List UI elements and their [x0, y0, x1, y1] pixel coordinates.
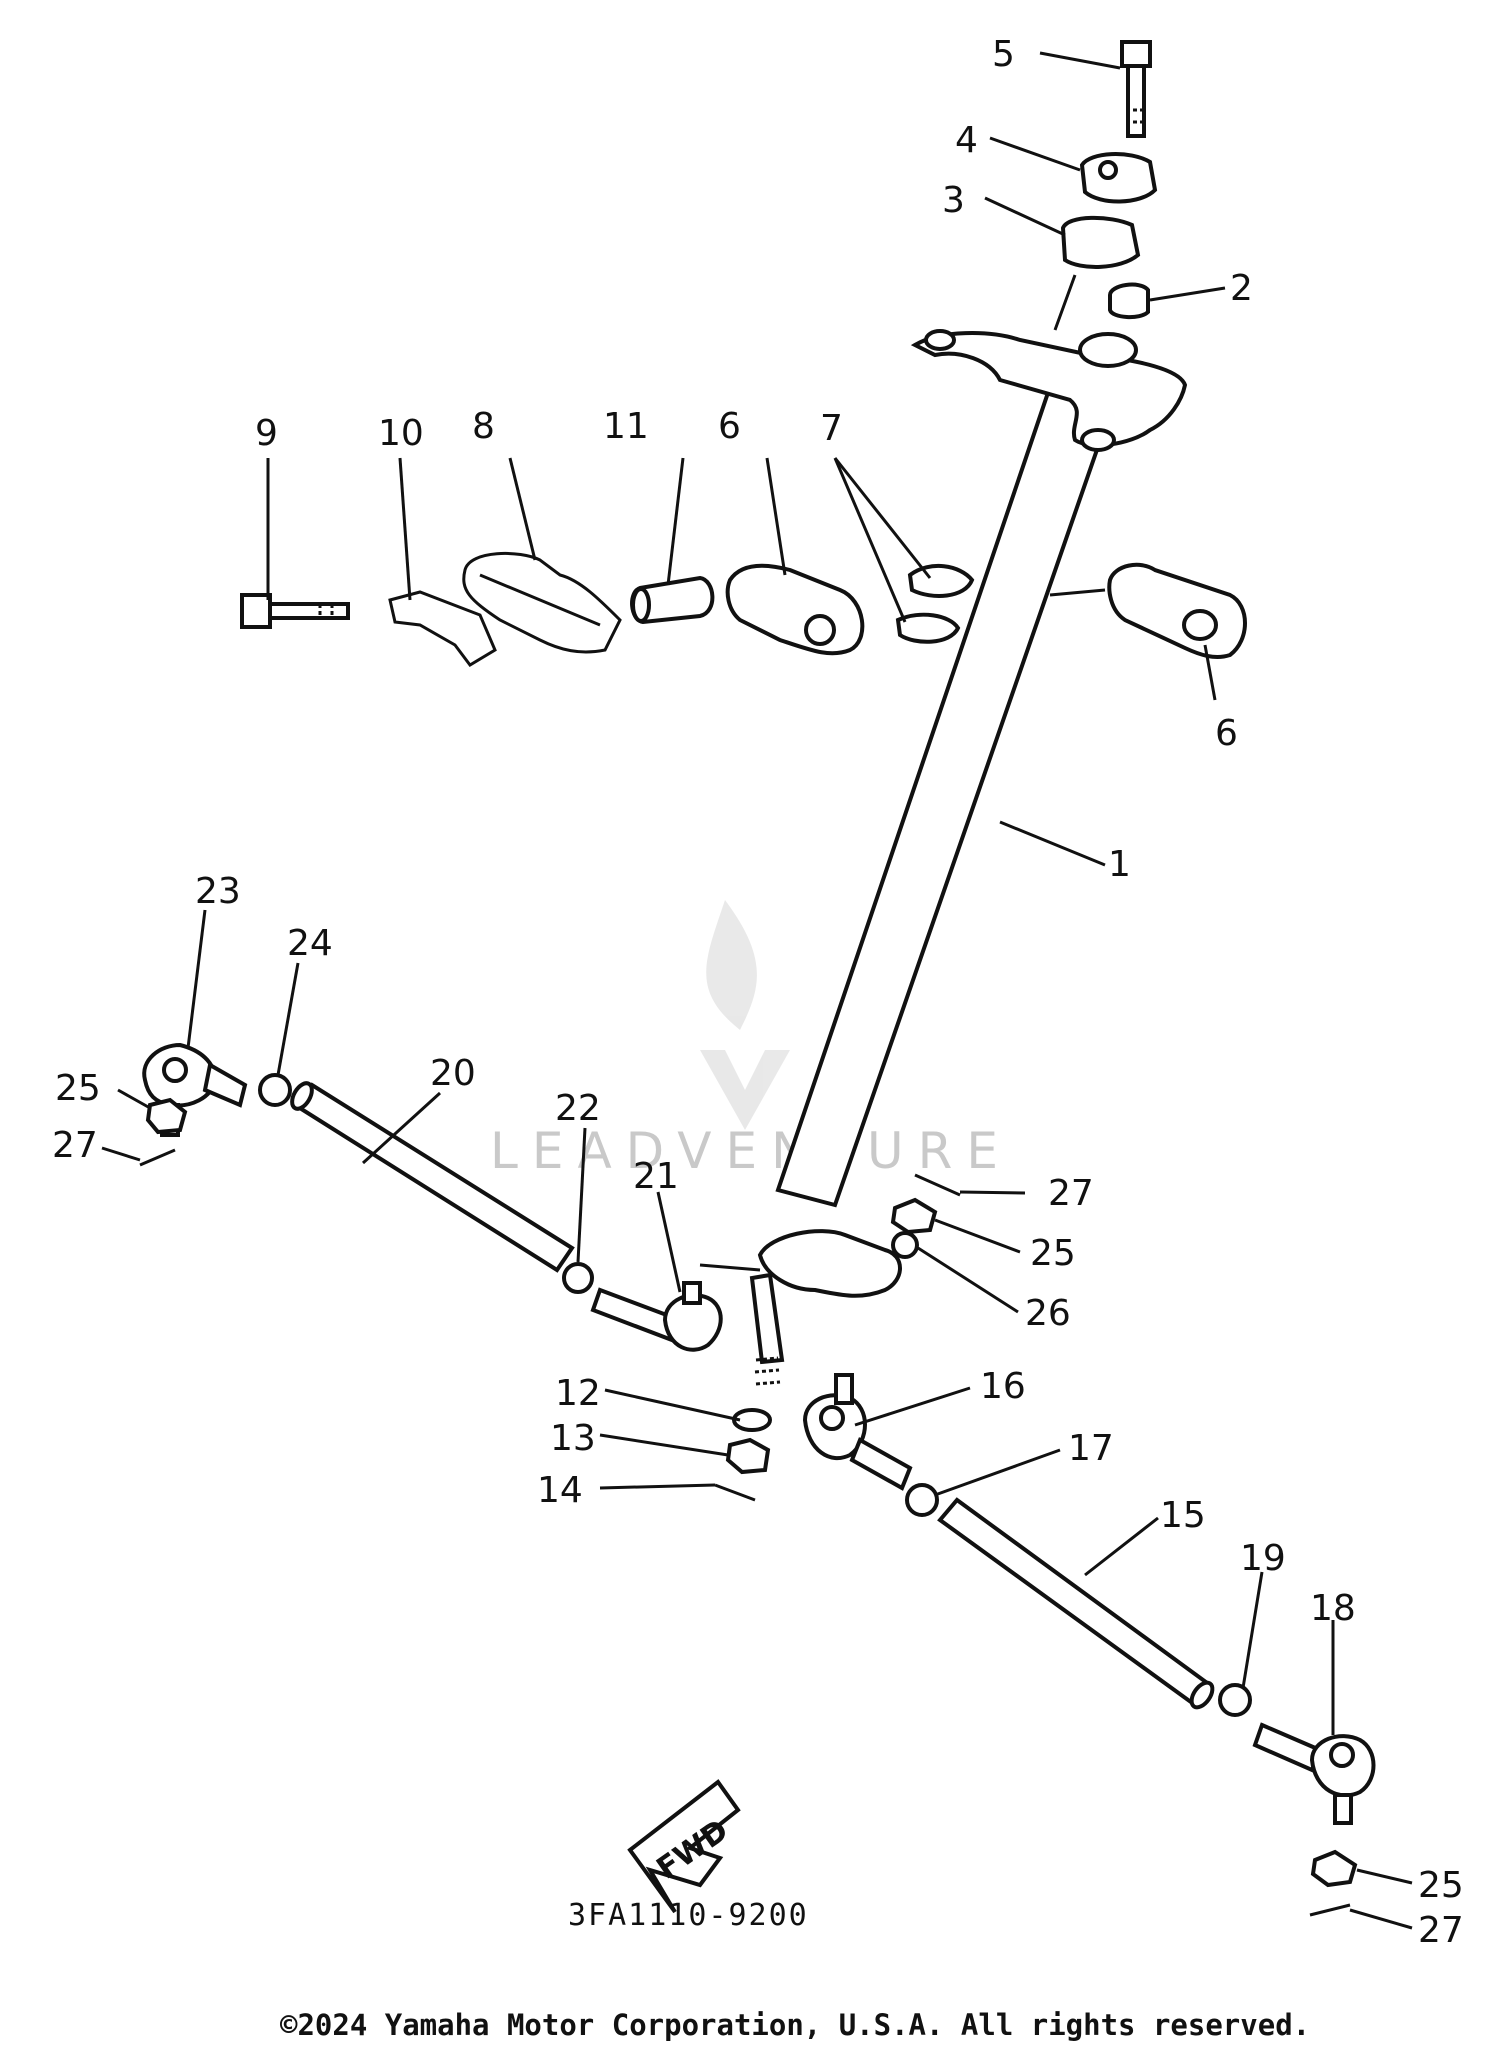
part-2-cap — [1108, 282, 1150, 319]
callout-12: 12 — [555, 1373, 601, 1414]
callout-9: 9 — [255, 413, 278, 454]
part-callouts: 1 2 3 4 5 6 6 7 8 9 10 11 12 13 14 15 16… — [52, 34, 1464, 1951]
callout-17: 17 — [1068, 1428, 1114, 1469]
callout-14: 14 — [537, 1470, 583, 1511]
copyright-notice: ©2024 Yamaha Motor Corporation, U.S.A. A… — [280, 2008, 1311, 2042]
part-25-nut-left — [145, 1097, 188, 1135]
part-25-nut-upper-right — [890, 1197, 938, 1235]
callout-15: 15 — [1160, 1495, 1206, 1536]
callout-8: 8 — [472, 406, 495, 447]
callout-22: 22 — [555, 1088, 601, 1129]
watermark-logo — [700, 900, 790, 1130]
callout-23: 23 — [195, 871, 241, 912]
part-7-bushing-b — [895, 612, 961, 644]
callout-26: 26 — [1025, 1293, 1071, 1334]
part-7-bushing-a — [907, 563, 975, 598]
callout-21: 21 — [633, 1156, 679, 1197]
callout-5: 5 — [992, 34, 1015, 75]
part-23-rod-end-left — [142, 1042, 248, 1137]
part-25-nut-lower-right — [1310, 1849, 1358, 1888]
watermark-text: LEADVENTURE — [490, 1122, 1012, 1180]
part-5-bolt — [1120, 40, 1152, 138]
callout-11: 11 — [603, 406, 649, 447]
part-4-holder — [1079, 152, 1158, 204]
part-16-rod-end — [802, 1373, 913, 1491]
part-10-bracket — [388, 590, 497, 667]
part-17-nut — [905, 1483, 939, 1517]
callout-27-upper-right: 27 — [1048, 1173, 1094, 1214]
part-21-rod-end — [590, 1281, 723, 1352]
part-8-guide — [462, 551, 622, 654]
callout-18: 18 — [1310, 1588, 1356, 1629]
part-22-nut — [562, 1262, 594, 1294]
callout-6-right: 6 — [1215, 713, 1238, 754]
callout-25-left: 25 — [55, 1068, 101, 1109]
part-13-nut — [725, 1437, 771, 1475]
callout-7: 7 — [820, 408, 843, 449]
illustration-code: 3FA1110-9200 — [568, 1898, 809, 1933]
part-27-cotter-left — [139, 1148, 176, 1167]
part-24-nut-left — [258, 1073, 292, 1107]
callout-4: 4 — [955, 120, 978, 161]
callout-1: 1 — [1108, 844, 1131, 885]
callout-27-left: 27 — [52, 1125, 98, 1166]
callout-25-upper-right: 25 — [1030, 1233, 1076, 1274]
part-6-clamp-left — [725, 563, 865, 656]
part-15-tie-rod-right — [937, 1497, 1215, 1710]
part-19-nut — [1218, 1683, 1252, 1717]
callout-24: 24 — [287, 923, 333, 964]
steering-column-shaft — [749, 329, 1188, 1386]
callout-25-lower-right: 25 — [1418, 1865, 1464, 1906]
part-14-cotter — [714, 1483, 756, 1502]
callout-6-left: 6 — [718, 406, 741, 447]
part-26-washer — [891, 1231, 919, 1259]
callout-13: 13 — [550, 1418, 596, 1459]
part-9-bolt — [240, 593, 350, 629]
part-20-tie-rod-left — [290, 1081, 575, 1273]
part-6-clamp-right — [1107, 562, 1247, 659]
callout-20: 20 — [430, 1053, 476, 1094]
part-3-holder — [1060, 215, 1141, 269]
fwd-arrow: FWD — [627, 1779, 741, 1914]
part-27-cotter-upper-right — [914, 1173, 961, 1197]
callout-3: 3 — [942, 180, 965, 221]
callout-2: 2 — [1230, 268, 1253, 309]
leader-lines — [101, 51, 1413, 1930]
callout-16: 16 — [980, 1366, 1026, 1407]
callout-19: 19 — [1240, 1538, 1286, 1579]
part-27-cotter-lower-right — [1309, 1903, 1351, 1917]
part-18-rod-end-right — [1252, 1722, 1376, 1825]
callout-27-lower-right: 27 — [1418, 1910, 1464, 1951]
callout-10: 10 — [378, 413, 424, 454]
